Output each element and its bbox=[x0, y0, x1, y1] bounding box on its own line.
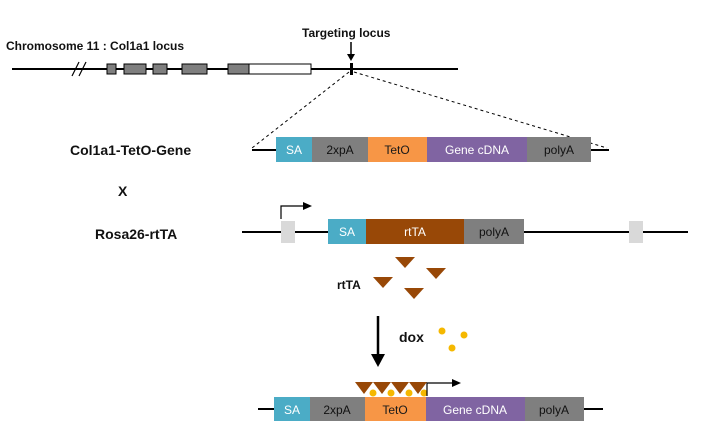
zoom-line-left bbox=[251, 71, 350, 149]
col1a1-seg-teto bbox=[368, 137, 427, 162]
col1a1-seg-teto-label: TetO bbox=[384, 143, 409, 157]
col1a1-construct-label: Col1a1-TetO-Gene bbox=[70, 142, 191, 158]
result-seg-2xpa-label: 2xpA bbox=[323, 403, 350, 417]
targeting-site bbox=[350, 63, 353, 75]
dox-dot-2 bbox=[460, 331, 468, 339]
rosa-seg-polya-label: polyA bbox=[479, 225, 509, 239]
rosa-seg-rtta bbox=[366, 219, 464, 244]
rosa-flank-right bbox=[629, 221, 643, 243]
bound-dox-4 bbox=[420, 389, 428, 397]
result-seg-2xpa bbox=[310, 397, 365, 421]
targeting-arrow-head bbox=[347, 54, 355, 61]
col1a1-seg-polya bbox=[527, 137, 591, 162]
bound-rtta-1 bbox=[355, 382, 373, 394]
col1a1-seg-gene-cdna bbox=[427, 137, 527, 162]
utr-block bbox=[248, 63, 312, 75]
col1a1-seg-gene-cdna-label: Gene cDNA bbox=[445, 143, 509, 157]
col1a1-seg-polya-label: polyA bbox=[544, 143, 574, 157]
exon-3 bbox=[152, 63, 168, 75]
rosa-construct-label: Rosa26-rtTA bbox=[95, 226, 177, 242]
rosa-flank-left bbox=[281, 221, 295, 243]
result-seg-teto-label: TetO bbox=[382, 403, 407, 417]
rosa-promoter-arrow bbox=[280, 205, 304, 219]
exon-5 bbox=[227, 63, 250, 75]
chromosome-label: Chromosome 11 : Col1a1 locus bbox=[6, 39, 184, 53]
rtta-triangle-1 bbox=[395, 257, 415, 268]
bound-rtta-4 bbox=[409, 382, 427, 394]
col1a1-seg-sa bbox=[276, 137, 312, 162]
result-seg-sa bbox=[274, 397, 310, 421]
bound-rtta-2 bbox=[373, 382, 391, 394]
rtta-protein-label: rtTA bbox=[337, 278, 361, 292]
bound-rtta-3 bbox=[391, 382, 409, 394]
result-promoter-arrow bbox=[426, 382, 453, 396]
rosa-seg-sa-label: SA bbox=[339, 225, 355, 239]
result-seg-teto bbox=[365, 397, 426, 421]
result-seg-sa-label: SA bbox=[284, 403, 300, 417]
dox-dot-3 bbox=[448, 344, 456, 352]
result-promoter-arrow-head bbox=[452, 379, 461, 387]
rtta-triangle-2 bbox=[426, 268, 446, 279]
rosa-promoter-arrow-head bbox=[303, 202, 312, 210]
rosa-seg-sa bbox=[328, 219, 366, 244]
zoom-line-right bbox=[353, 71, 608, 149]
rtta-triangle-3 bbox=[373, 277, 393, 288]
result-seg-polya-label: polyA bbox=[539, 403, 569, 417]
targeting-label: Targeting locus bbox=[302, 26, 391, 40]
exon-1 bbox=[106, 63, 117, 75]
col1a1-seg-sa-label: SA bbox=[286, 143, 302, 157]
col1a1-seg-2xpa-label: 2xpA bbox=[326, 143, 353, 157]
dox-dot-1 bbox=[438, 327, 446, 335]
bound-dox-2 bbox=[387, 389, 395, 397]
rosa-seg-polya bbox=[464, 219, 524, 244]
rtta-triangle-4 bbox=[404, 288, 424, 299]
break-mark-1 bbox=[71, 61, 80, 77]
bound-dox-1 bbox=[369, 389, 377, 397]
result-seg-gene-cdna bbox=[426, 397, 525, 421]
dox-label: dox bbox=[399, 329, 424, 345]
bound-dox-3 bbox=[405, 389, 413, 397]
induction-arrow-head bbox=[371, 354, 385, 367]
exon-4 bbox=[181, 63, 208, 75]
exon-2 bbox=[123, 63, 147, 75]
rosa-seg-rtta-label: rtTA bbox=[404, 225, 426, 239]
result-seg-gene-cdna-label: Gene cDNA bbox=[443, 403, 507, 417]
col1a1-seg-2xpa bbox=[312, 137, 368, 162]
result-seg-polya bbox=[525, 397, 584, 421]
break-mark-2 bbox=[78, 61, 87, 77]
cross-symbol: X bbox=[118, 183, 128, 199]
